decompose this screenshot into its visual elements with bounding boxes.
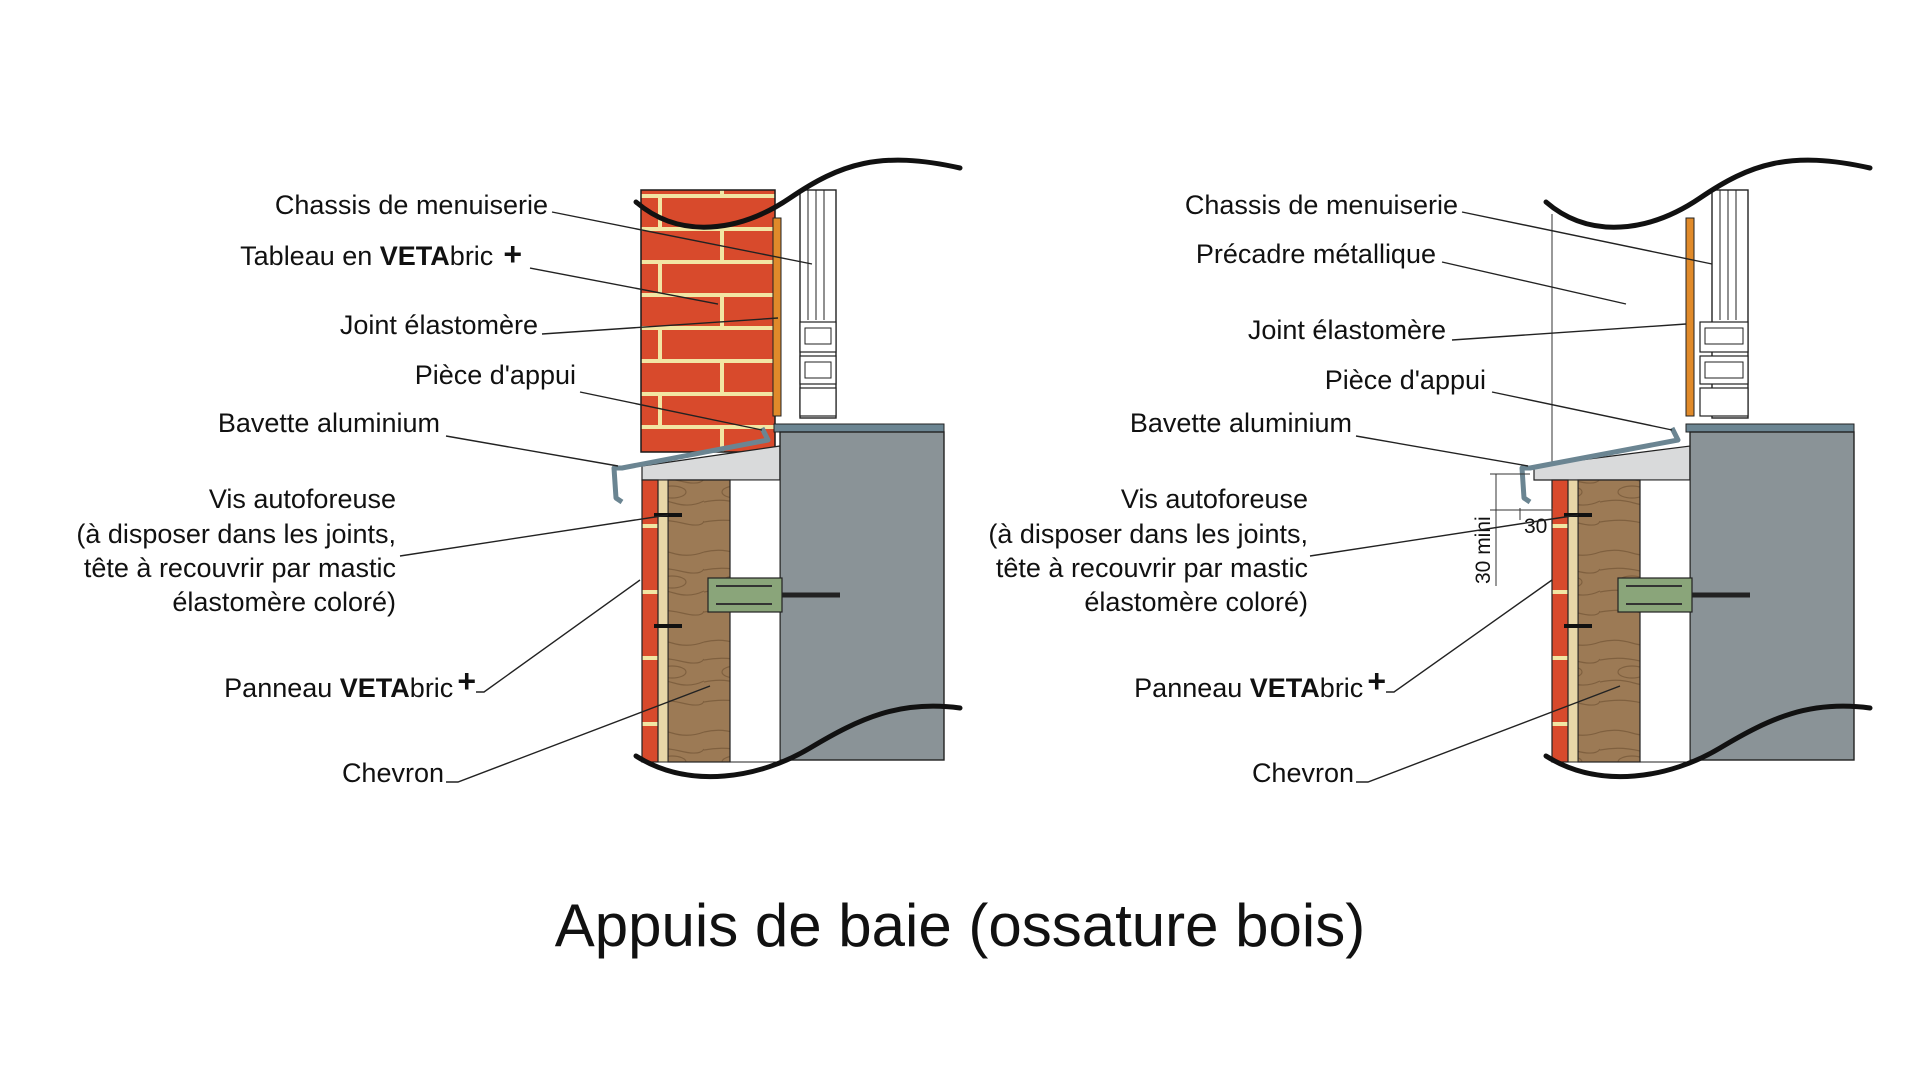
right-bracket	[1617, 577, 1750, 613]
svg-text:(à disposer dans les joints,: (à disposer dans les joints,	[76, 519, 396, 549]
left-insulation	[729, 479, 781, 763]
left-label-bavette: Bavette aluminium	[218, 408, 440, 438]
left-label-panneau: Panneau VETAbric+	[224, 663, 476, 703]
right-dim-vertical: 30 mini	[1472, 516, 1495, 584]
right-wave-top	[1543, 157, 1873, 230]
right-label-bavette: Bavette aluminium	[1130, 408, 1352, 438]
right-dimension-lines	[1490, 473, 1553, 586]
left-frame-strip	[772, 217, 782, 417]
right-window-chassis	[1699, 189, 1749, 419]
right-chevron	[1577, 479, 1641, 763]
right-label-vis: Vis autoforeuse (à disposer dans les joi…	[988, 484, 1308, 617]
page-title: Appuis de baie (ossature bois)	[555, 892, 1365, 959]
left-label-piece: Pièce d'appui	[415, 360, 576, 390]
right-label-panneau: Panneau VETAbric+	[1134, 663, 1386, 703]
right-label-piece: Pièce d'appui	[1325, 365, 1486, 395]
right-label-joint: Joint élastomère	[1248, 315, 1446, 345]
right-label-precadre: Précadre métallique	[1196, 239, 1436, 269]
right-dim-horizontal: 30	[1524, 515, 1547, 538]
right-wave-bottom	[1543, 703, 1873, 780]
left-window-chassis	[799, 189, 837, 419]
right-frame-strip	[1685, 217, 1695, 417]
right-aluminium-drip	[1519, 426, 1681, 505]
right-label-chevron: Chevron	[1252, 758, 1354, 788]
right-label-chassis: Chassis de menuiserie	[1185, 190, 1458, 220]
right-leaders	[1309, 211, 1713, 783]
right-board	[1567, 479, 1579, 763]
left-wave-bottom	[633, 703, 963, 780]
left-bracket	[707, 577, 840, 613]
left-label-chassis: Chassis de menuiserie	[275, 190, 548, 220]
right-insulation	[1639, 479, 1691, 763]
left-board	[657, 479, 669, 763]
left-brick-panel	[641, 479, 659, 763]
svg-text:Vis autoforeuse: Vis autoforeuse	[209, 484, 396, 514]
left-detail: Chassis de menuiserie Tableau en VETAbri…	[76, 157, 963, 788]
svg-text:élastomère coloré): élastomère coloré)	[1084, 587, 1308, 617]
svg-text:Vis autoforeuse: Vis autoforeuse	[1121, 484, 1308, 514]
left-label-vis: Vis autoforeuse (à disposer dans les joi…	[76, 484, 396, 617]
left-leaders	[399, 211, 813, 783]
left-label-tableau: Tableau en VETAbric+	[240, 236, 522, 272]
right-detail: 30 mini 30 Chassis de menuiserie Précadr…	[988, 157, 1873, 788]
left-label-joint: Joint élastomère	[340, 310, 538, 340]
left-label-chevron: Chevron	[342, 758, 444, 788]
right-brick-panel	[1551, 479, 1569, 763]
svg-text:tête à recouvrir par mastic: tête à recouvrir par mastic	[84, 553, 396, 583]
svg-text:tête à recouvrir par mastic: tête à recouvrir par mastic	[996, 553, 1308, 583]
left-wave-top	[633, 157, 963, 230]
left-chevron	[667, 479, 731, 763]
svg-text:(à disposer dans les joints,: (à disposer dans les joints,	[988, 519, 1308, 549]
left-aluminium-drip	[611, 426, 771, 505]
svg-text:élastomère coloré): élastomère coloré)	[172, 587, 396, 617]
